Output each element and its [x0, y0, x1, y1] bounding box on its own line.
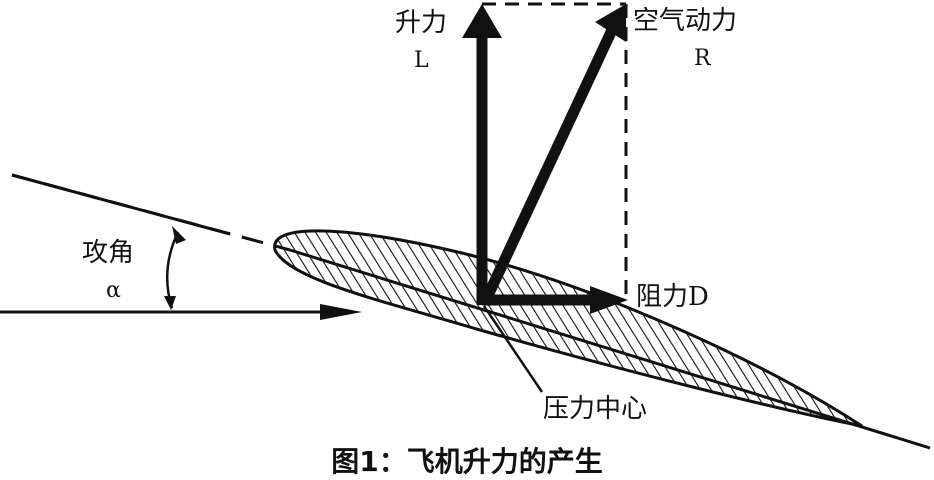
relative-wind-arrowhead	[320, 304, 362, 320]
aero-force-vector	[479, 27, 617, 307]
drag-arrowhead	[590, 286, 628, 314]
pressure-center-leader	[482, 305, 544, 393]
attack-angle-arrowhead-bottom	[164, 296, 176, 310]
attack-angle-symbol: α	[106, 278, 121, 303]
aero-force-arrowhead	[595, 4, 626, 42]
airfoil	[273, 229, 863, 428]
lift-arrowhead	[462, 4, 502, 38]
chord-line-solid	[11, 173, 231, 236]
figure-caption: 图1：飞机升力的产生	[331, 445, 603, 478]
drag-label: 阻力D	[636, 282, 709, 312]
aero-force-symbol: R	[694, 46, 711, 71]
attack-angle-label: 攻角	[82, 238, 135, 268]
lift-symbol: L	[414, 48, 429, 73]
aero-force-label: 空气动力	[633, 6, 738, 36]
attack-angle-arrowhead-top	[172, 226, 186, 244]
lift-label: 升力	[395, 8, 448, 38]
pressure-center-label: 压力中心	[543, 394, 648, 424]
